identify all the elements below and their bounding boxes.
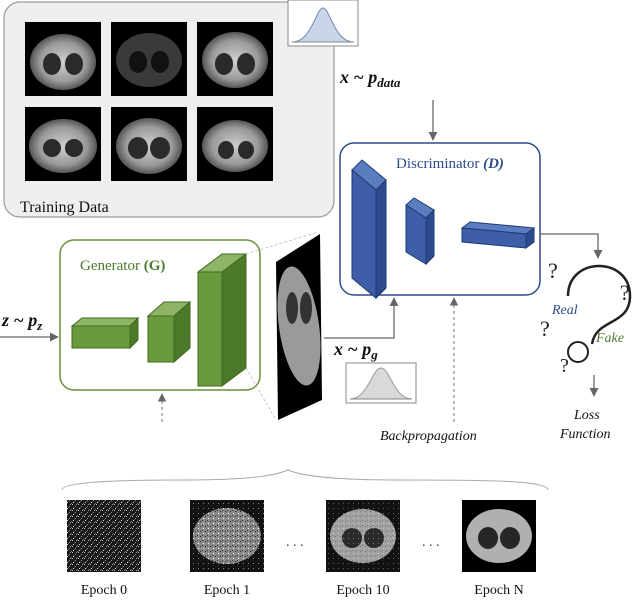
ct-scan-thumbnail xyxy=(111,107,187,181)
fake-label: Fake xyxy=(595,331,624,346)
epoch-image xyxy=(326,500,400,572)
generator-title: Generator (G) xyxy=(80,258,165,274)
real-fake-question-icon: ? ? ? ? xyxy=(540,258,632,377)
generated-image xyxy=(276,234,322,420)
loss-label-line1: Loss xyxy=(573,408,600,423)
generated-distribution-icon xyxy=(345,362,417,404)
epoch-label: Epoch 10 xyxy=(336,583,389,598)
ct-scan-thumbnail xyxy=(197,107,273,181)
ellipsis: . . . xyxy=(422,535,440,550)
epoch-image xyxy=(67,500,141,572)
epoch-image xyxy=(190,500,264,572)
discriminator-layer xyxy=(405,197,435,266)
generator-layer xyxy=(196,253,248,387)
ct-scan-thumbnail xyxy=(197,22,273,96)
ellipsis: . . . xyxy=(286,535,304,550)
arrow-generator-to-discriminator xyxy=(324,297,399,339)
ct-scan-thumbnail xyxy=(25,107,101,181)
epoch-label: Epoch 1 xyxy=(204,583,250,598)
generator-layer xyxy=(70,316,140,350)
training-data-label: Training Data xyxy=(20,199,109,216)
discriminator-layer xyxy=(351,159,387,300)
real-label: Real xyxy=(551,303,578,318)
discriminator-block: Discriminator (D) xyxy=(339,142,541,300)
ct-scan-thumbnail xyxy=(25,22,101,96)
data-distribution-label: x ~ pdata xyxy=(339,67,401,90)
svg-text:?: ? xyxy=(560,355,569,377)
backpropagation-label: Backpropagation xyxy=(380,429,477,444)
svg-text:?: ? xyxy=(540,316,550,341)
epoch-label: Epoch 0 xyxy=(81,583,127,598)
svg-text:?: ? xyxy=(548,258,558,283)
generated-distribution-label: x ~ pg xyxy=(333,339,378,362)
epoch-image xyxy=(462,500,536,572)
projection-lines xyxy=(245,231,319,421)
discriminator-title: Discriminator (D) xyxy=(396,156,504,172)
loss-label-line2: Function xyxy=(559,427,611,442)
data-distribution-icon xyxy=(287,0,359,47)
ct-scan-thumbnail xyxy=(111,22,187,96)
epoch-label: Epoch N xyxy=(474,583,523,598)
arrow-discriminator-to-decision xyxy=(540,233,603,259)
generator-block: Generator (G) xyxy=(59,239,261,391)
epoch-brace xyxy=(61,469,549,491)
svg-text:?: ? xyxy=(620,280,630,305)
generator-layer xyxy=(146,300,192,364)
discriminator-layer xyxy=(460,221,536,249)
noise-label: z ~ pz xyxy=(1,310,43,333)
training-data-panel: Training Data xyxy=(3,1,335,218)
